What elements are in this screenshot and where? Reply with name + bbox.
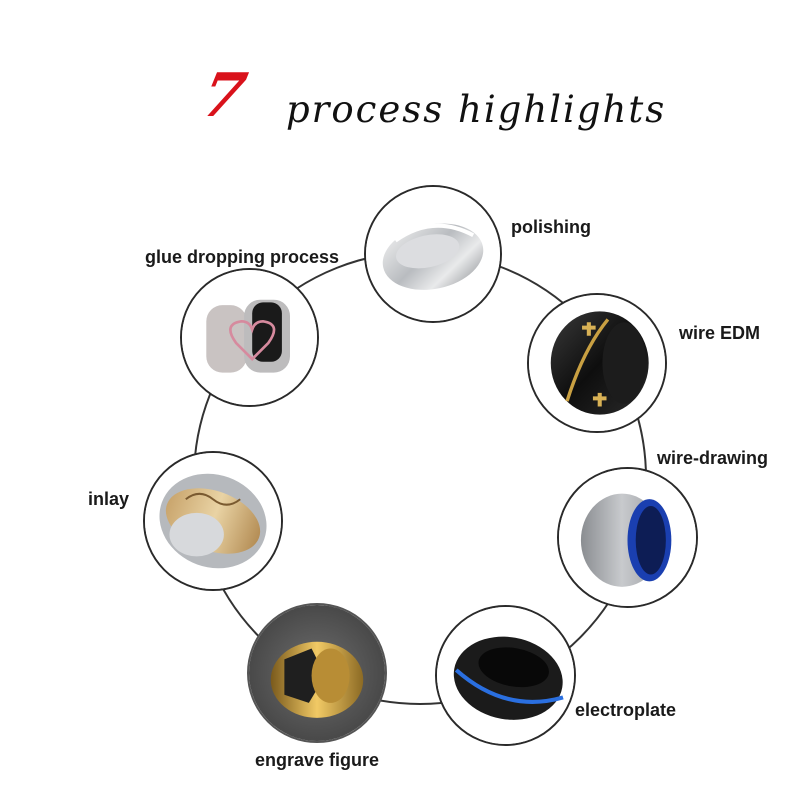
- heart-couple-rings-photo-icon: [180, 268, 319, 407]
- label-wire-drawing: wire-drawing: [657, 448, 769, 468]
- silver-ring-photo-icon: [364, 185, 502, 323]
- label-wire-edm: wire EDM: [679, 323, 761, 343]
- label-engrave-figure: engrave figure: [255, 750, 380, 770]
- label-polishing: polishing: [511, 217, 591, 237]
- celtic-inlay-ring-photo-icon: [143, 451, 283, 591]
- silver-blue-ring-photo-icon: [557, 467, 698, 608]
- black-blue-stripe-ring-photo-icon: [435, 605, 576, 746]
- gold-faceted-ring-photo-icon: [247, 603, 387, 743]
- label-glue-dropping: glue dropping process: [145, 247, 340, 267]
- label-electroplate: electroplate: [575, 700, 677, 720]
- label-inlay: inlay: [88, 489, 130, 509]
- page-title: process highlights: [286, 88, 667, 131]
- black-gold-cross-ring-photo-icon: [527, 293, 667, 433]
